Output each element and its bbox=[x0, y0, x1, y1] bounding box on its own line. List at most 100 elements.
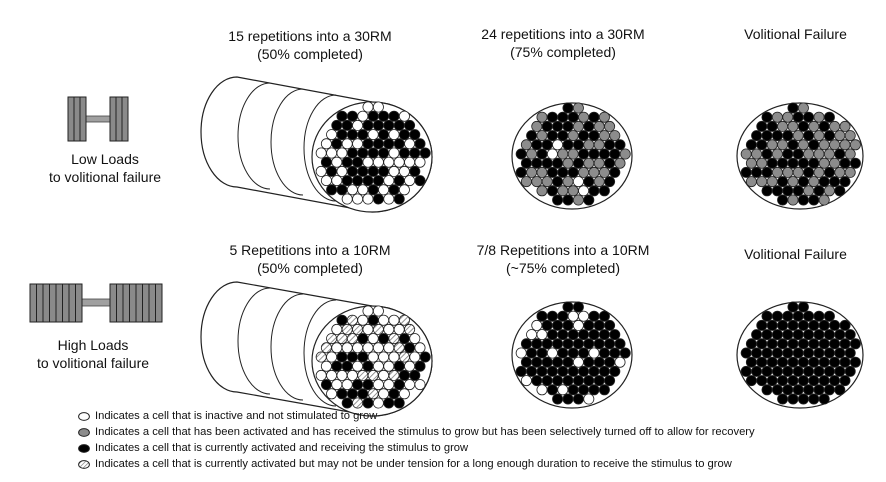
muscle-cell-active bbox=[818, 356, 830, 368]
muscle-cell-active bbox=[808, 338, 820, 350]
muscle-cell-active bbox=[614, 338, 626, 350]
muscle-cell-recovering bbox=[834, 166, 846, 178]
muscle-cell-active bbox=[331, 138, 343, 150]
muscle-cell-active bbox=[787, 319, 799, 331]
muscle-cell-recovering bbox=[849, 139, 861, 151]
muscle-cell-active bbox=[797, 194, 809, 206]
muscle-cell-recovering bbox=[839, 120, 851, 132]
cross-section-low-75 bbox=[511, 102, 633, 210]
muscle-cell-short-tension bbox=[336, 333, 348, 345]
muscle-cell-recovering bbox=[614, 157, 626, 169]
muscle-cell-inactive bbox=[409, 333, 421, 345]
muscle-cell-inactive bbox=[515, 347, 527, 359]
muscle-cell-active bbox=[792, 111, 804, 123]
muscle-cell-active bbox=[782, 347, 794, 359]
muscle-cell-active bbox=[803, 365, 815, 377]
muscle-cell-inactive bbox=[362, 101, 374, 113]
muscle-cell-active bbox=[388, 388, 400, 400]
muscle-cell-inactive bbox=[362, 323, 374, 335]
muscle-cell-short-tension bbox=[320, 342, 332, 354]
muscle-cell-active bbox=[515, 365, 527, 377]
muscle-cell-active bbox=[346, 351, 358, 363]
muscle-cell-active bbox=[834, 384, 846, 396]
muscle-cell-active bbox=[813, 384, 825, 396]
muscle-cell-recovering bbox=[536, 185, 548, 197]
muscle-cell-active bbox=[541, 157, 553, 169]
muscle-cell-short-tension bbox=[315, 351, 327, 363]
muscle-cell-inactive bbox=[578, 310, 590, 322]
muscle-cell-active bbox=[367, 314, 379, 326]
muscle-cell-inactive bbox=[315, 165, 327, 177]
muscle-cell-recovering bbox=[771, 166, 783, 178]
row1-col2-title: 24 repetitions into a 30RM (75% complete… bbox=[468, 25, 658, 61]
muscle-cell-active bbox=[756, 319, 768, 331]
muscle-cell-short-tension bbox=[398, 351, 410, 363]
muscle-cell-active bbox=[567, 365, 579, 377]
muscle-cell-active bbox=[813, 365, 825, 377]
muscle-cell-short-tension bbox=[352, 323, 364, 335]
muscle-cell-inactive bbox=[588, 347, 600, 359]
muscle-cell-inactive bbox=[352, 119, 364, 131]
muscle-cell-inactive bbox=[383, 360, 395, 372]
muscle-cell-recovering bbox=[520, 139, 532, 151]
muscle-cell-active bbox=[797, 176, 809, 188]
muscle-cell-active bbox=[745, 338, 757, 350]
muscle-cell-active bbox=[557, 111, 569, 123]
muscle-cell-active bbox=[777, 393, 789, 405]
muscle-cell-inactive bbox=[398, 184, 410, 196]
muscle-cell-inactive bbox=[352, 360, 364, 372]
muscle-cell-active bbox=[378, 110, 390, 122]
muscle-cell-active bbox=[771, 329, 783, 341]
muscle-cell-active bbox=[829, 375, 841, 387]
muscle-cell-active bbox=[808, 139, 820, 151]
muscle-cell-inactive bbox=[404, 175, 416, 187]
muscle-cell-active bbox=[414, 360, 426, 372]
muscle-cell-recovering bbox=[813, 166, 825, 178]
muscle-cell-active bbox=[771, 185, 783, 197]
muscle-cell-active bbox=[378, 147, 390, 159]
muscle-cell-active bbox=[393, 175, 405, 187]
muscle-cell-active bbox=[557, 365, 569, 377]
muscle-cell-recovering bbox=[787, 120, 799, 132]
muscle-cell-active bbox=[562, 338, 574, 350]
muscle-cell-inactive bbox=[372, 360, 384, 372]
muscle-cell-recovering bbox=[619, 148, 631, 160]
muscle-cell-active bbox=[823, 310, 835, 322]
muscle-cell-active bbox=[588, 130, 600, 142]
muscle-cell-active bbox=[562, 319, 574, 331]
muscle-cell-active bbox=[808, 319, 820, 331]
muscle-cell-inactive bbox=[414, 342, 426, 354]
muscle-cell-inactive bbox=[393, 156, 405, 168]
muscle-cell-active bbox=[839, 375, 851, 387]
muscle-cell-inactive bbox=[404, 360, 416, 372]
muscle-cell-active bbox=[362, 138, 374, 150]
muscle-cell-inactive bbox=[372, 379, 384, 391]
dumbbell-light-right-plates bbox=[109, 96, 129, 142]
muscle-cell-inactive bbox=[546, 148, 558, 160]
muscle-cell-active bbox=[803, 111, 815, 123]
muscle-cell-active bbox=[341, 119, 353, 131]
muscle-cell-active bbox=[823, 365, 835, 377]
muscle-cell-active bbox=[567, 347, 579, 359]
muscle-cell-active bbox=[803, 347, 815, 359]
muscle-cell-inactive bbox=[546, 347, 558, 359]
muscle-cell-recovering bbox=[787, 176, 799, 188]
muscle-cell-active bbox=[357, 351, 369, 363]
muscle-cell-active bbox=[362, 379, 374, 391]
muscle-cell-active bbox=[336, 388, 348, 400]
muscle-cell-inactive bbox=[326, 388, 338, 400]
muscle-cell-active bbox=[604, 157, 616, 169]
muscle-cell-recovering bbox=[818, 194, 830, 206]
muscle-cell-inactive bbox=[552, 139, 564, 151]
muscle-cell-active bbox=[572, 338, 584, 350]
muscle-cell-short-tension bbox=[346, 333, 358, 345]
muscle-cell-inactive bbox=[388, 129, 400, 141]
muscle-cell-recovering bbox=[593, 120, 605, 132]
muscle-cell-active bbox=[526, 130, 538, 142]
muscle-cell-active bbox=[766, 356, 778, 368]
muscle-cell-active bbox=[578, 347, 590, 359]
muscle-cell-active bbox=[531, 157, 543, 169]
muscle-cell-active bbox=[536, 347, 548, 359]
muscle-cell-active bbox=[593, 375, 605, 387]
muscle-cell-recovering bbox=[823, 185, 835, 197]
